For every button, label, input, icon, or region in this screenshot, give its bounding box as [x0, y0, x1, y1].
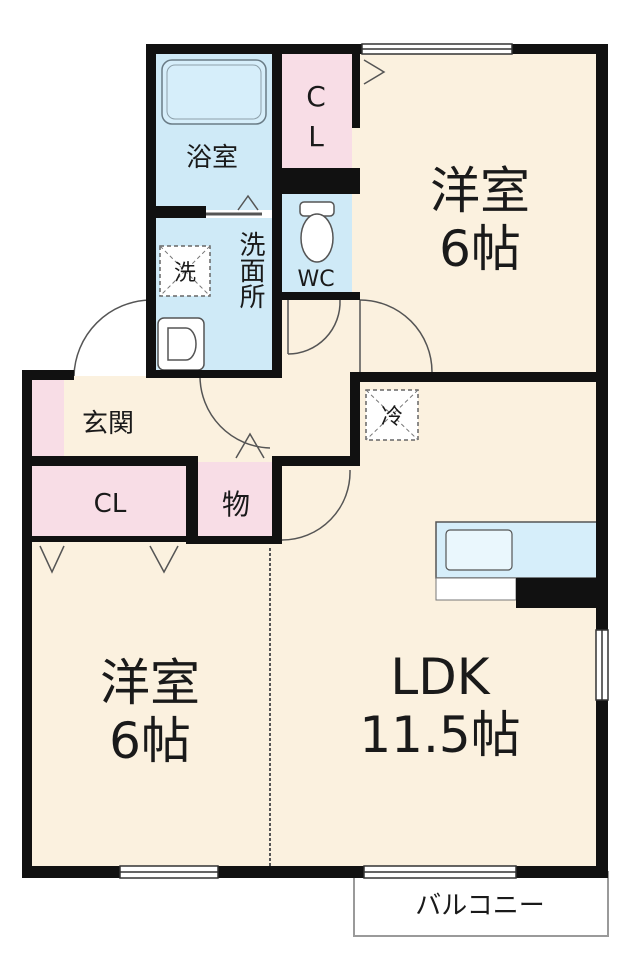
closet-left-door-marker-1 [39, 545, 65, 574]
floor-fills [28, 50, 609, 937]
closet-top-floor [280, 50, 352, 168]
ldk-label-line1: LDK [390, 648, 490, 706]
wall-bath-bottom [146, 206, 206, 218]
wall-top-left [146, 44, 362, 54]
wall-top-right [512, 44, 608, 54]
balcony-floor [353, 871, 609, 937]
wall-closet-left-right [186, 456, 198, 542]
walls [22, 44, 608, 878]
washroom-label: 洗面所 [235, 231, 265, 309]
wall-storage-right [272, 456, 282, 542]
fridge-label: 冷 [381, 405, 403, 430]
wall-washroom-bottom [146, 370, 282, 378]
closet-left-floor [28, 462, 190, 540]
western-top-floor [352, 50, 602, 380]
washer-cross-2 [159, 245, 211, 297]
storage-label: 物 [222, 488, 250, 521]
wall-right-lower [596, 700, 608, 878]
wall-wc-bottom [272, 292, 360, 300]
wall-storage-bottom [186, 536, 282, 544]
balcony-label: バルコニー [415, 891, 544, 921]
wall-right-upper [596, 44, 608, 630]
western-bottom-label-line1: 洋室 [100, 654, 200, 712]
wall-bottom-left [22, 866, 120, 878]
counter-base [435, 577, 517, 601]
bath-label: 浴室 [186, 143, 238, 173]
kitchen-sink [445, 529, 513, 571]
closet-top-door-marker [363, 59, 386, 85]
entrance-label: 玄関 [82, 409, 134, 439]
closet-left-door-marker-2 [149, 545, 179, 574]
wall-entrance-bottom [22, 456, 198, 466]
ldk-door-swing[interactable] [281, 469, 351, 541]
wall-hall-bottom [276, 456, 360, 466]
storage-floor [196, 462, 276, 540]
wall-western-top-bottom [352, 372, 608, 382]
wall-bottom-mid [218, 866, 364, 878]
wall-closet-bottom [272, 168, 360, 194]
wall-bottom-right [516, 866, 608, 878]
closet-top-label-line1: C [306, 80, 326, 113]
closet-left-label: CL [94, 489, 127, 519]
western-bottom-floor [28, 540, 276, 872]
western-bottom-label-line2: 6帖 [109, 712, 191, 770]
entrance-door-swing[interactable] [73, 299, 151, 377]
bath-door-marker [237, 194, 259, 211]
closet-top-label-line2: L [308, 120, 324, 153]
wall-left [22, 370, 32, 878]
wash-basin [157, 317, 205, 371]
bathtub [161, 59, 267, 125]
western-top-label-line1: 洋室 [430, 162, 530, 220]
bathtub-inner [166, 64, 262, 120]
western-top-label-line2: 6帖 [439, 220, 521, 278]
basin-bowl [167, 327, 197, 361]
ldk-label-line2: 11.5帖 [359, 706, 520, 764]
entrance-step-floor [28, 376, 64, 462]
wall-entrance-top [22, 370, 74, 380]
kitchen-pillar [516, 578, 602, 608]
washroom-door-swing[interactable] [199, 375, 271, 449]
toilet-bowl [300, 213, 334, 263]
wall-bath-right [272, 44, 282, 378]
room-labels: 浴室 C L 洋室 6帖 洗面所 WC 洗 冷 玄関 CL 物 洋室 6帖 LD… [82, 80, 545, 921]
windows [119, 43, 609, 879]
western-top-door-swing[interactable] [359, 299, 433, 373]
wall-western-bottom-top [22, 536, 188, 542]
door-swings [39, 59, 433, 866]
wall-hall-right [350, 372, 360, 464]
storage-door-marker [235, 432, 265, 459]
wall-closet-right [352, 44, 360, 128]
fixtures [157, 59, 603, 608]
fridge-cross-2 [365, 389, 419, 441]
washer-label: 洗 [174, 261, 196, 286]
wc-label: WC [297, 267, 334, 292]
wc-door-swing[interactable] [287, 299, 341, 355]
